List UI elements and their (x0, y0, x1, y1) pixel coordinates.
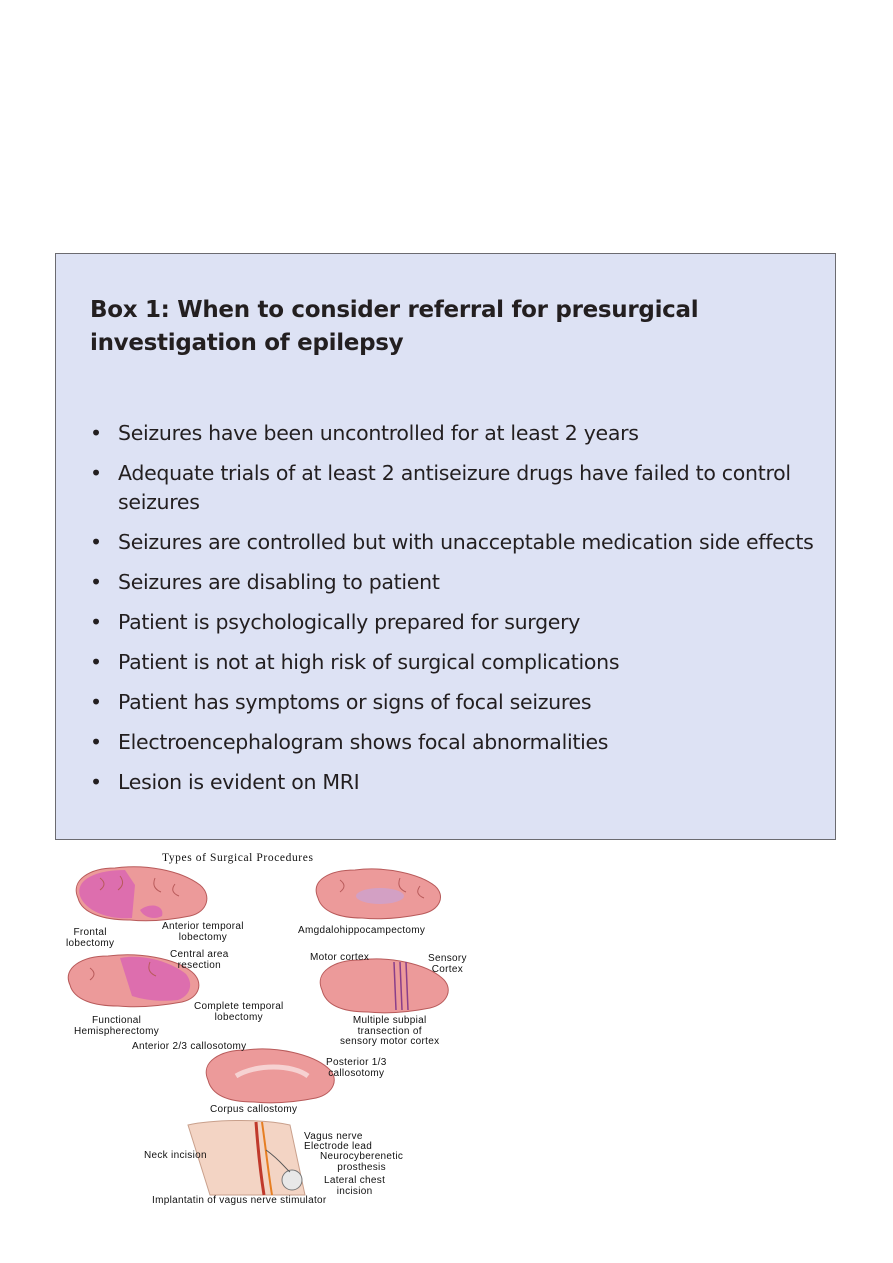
list-item-text: Seizures are controlled but with unaccep… (118, 530, 814, 554)
bullet: • (90, 690, 102, 714)
list-item: • Electroencephalogram shows focal abnorm… (90, 728, 820, 757)
criteria-list: • Seizures have been uncontrolled for at … (90, 419, 820, 808)
list-item: • Patient is psychologically prepared for… (90, 608, 820, 637)
bullet: • (90, 530, 102, 554)
bullet: • (90, 421, 102, 445)
list-item-text: Adequate trials of at least 2 antiseizur… (118, 461, 791, 514)
bullet: • (90, 730, 102, 754)
figure-title: Types of Surgical Procedures (162, 852, 314, 864)
box-title: Box 1: When to consider referral for pre… (90, 297, 699, 356)
label-anterior-callosotomy: Anterior 2/3 callosotomy (132, 1041, 247, 1052)
list-item-text: Patient is not at high risk of surgical … (118, 650, 620, 674)
label-vns-caption: Implantatin of vagus nerve stimulator (152, 1195, 327, 1206)
list-item: • Seizures are disabling to patient (90, 568, 820, 597)
brain-hemispherectomy-icon (67, 954, 200, 1008)
list-item-text: Seizures are disabling to patient (118, 570, 440, 594)
bullet: • (90, 610, 102, 634)
label-frontal-lobectomy: Frontal lobectomy (66, 927, 115, 949)
referral-box: Box 1: When to consider referral for pre… (55, 253, 836, 840)
label-anterior-temporal-lobectomy: Anterior temporal lobectomy (162, 921, 244, 943)
label-sensory-cortex: Sensory Cortex (428, 953, 467, 975)
list-item: • Seizures are controlled but with unacce… (90, 528, 820, 557)
brain-frontal-lobectomy-icon (75, 866, 208, 922)
brain-callosotomy-icon (205, 1048, 335, 1104)
bullet: • (90, 770, 102, 794)
brain-amygdalohippocampectomy-icon (315, 868, 441, 920)
label-multiple-subpial-transection: Multiple subpial transection of sensory … (340, 1015, 440, 1047)
bullet: • (90, 570, 102, 594)
list-item-text: Patient is psychologically prepared for … (118, 610, 581, 634)
label-posterior-callosotomy: Posterior 1/3 callosotomy (326, 1057, 387, 1079)
neck-vns-icon (187, 1119, 306, 1196)
procedures-illustration (67, 866, 449, 1196)
list-item: • Patient is not at high risk of surgical… (90, 648, 820, 677)
label-electrode-lead: Electrode lead (304, 1141, 373, 1152)
list-item-text: Lesion is evident on MRI (118, 770, 360, 794)
label-lateral-chest-incision: Lateral chest incision (324, 1175, 386, 1197)
label-neck-incision: Neck incision (144, 1150, 207, 1161)
label-central-area-resection: Central area resection (170, 949, 229, 971)
bullet: • (90, 650, 102, 674)
surgical-procedures-figure: Types of Surgical Procedures Frontal lob… (60, 850, 500, 1210)
label-corpus-callostomy: Corpus callostomy (210, 1104, 298, 1115)
label-neurocybernetic-prosthesis: Neurocyberenetic prosthesis (320, 1151, 404, 1173)
list-item-text: Electroencephalogram shows focal abnorma… (118, 730, 609, 754)
list-item: • Seizures have been uncontrolled for at … (90, 419, 820, 448)
list-item: • Adequate trials of at least 2 antiseizu… (90, 459, 820, 517)
list-item-text: Patient has symptoms or signs of focal s… (118, 690, 592, 714)
brain-subpial-transection-icon (319, 958, 449, 1014)
list-item: • Patient has symptoms or signs of focal … (90, 688, 820, 717)
label-functional-hemispherectomy: Functional Hemispherectomy (74, 1015, 160, 1037)
label-amygdalohippocampectomy: Amgdalohippocampectomy (298, 925, 426, 936)
list-item: • Lesion is evident on MRI (90, 768, 820, 797)
list-item-text: Seizures have been uncontrolled for at l… (118, 421, 639, 445)
label-vagus-nerve: Vagus nerve (304, 1131, 363, 1142)
bullet: • (90, 461, 102, 485)
label-motor-cortex: Motor cortex (310, 952, 370, 963)
label-complete-temporal-lobectomy: Complete temporal lobectomy (194, 1001, 284, 1023)
